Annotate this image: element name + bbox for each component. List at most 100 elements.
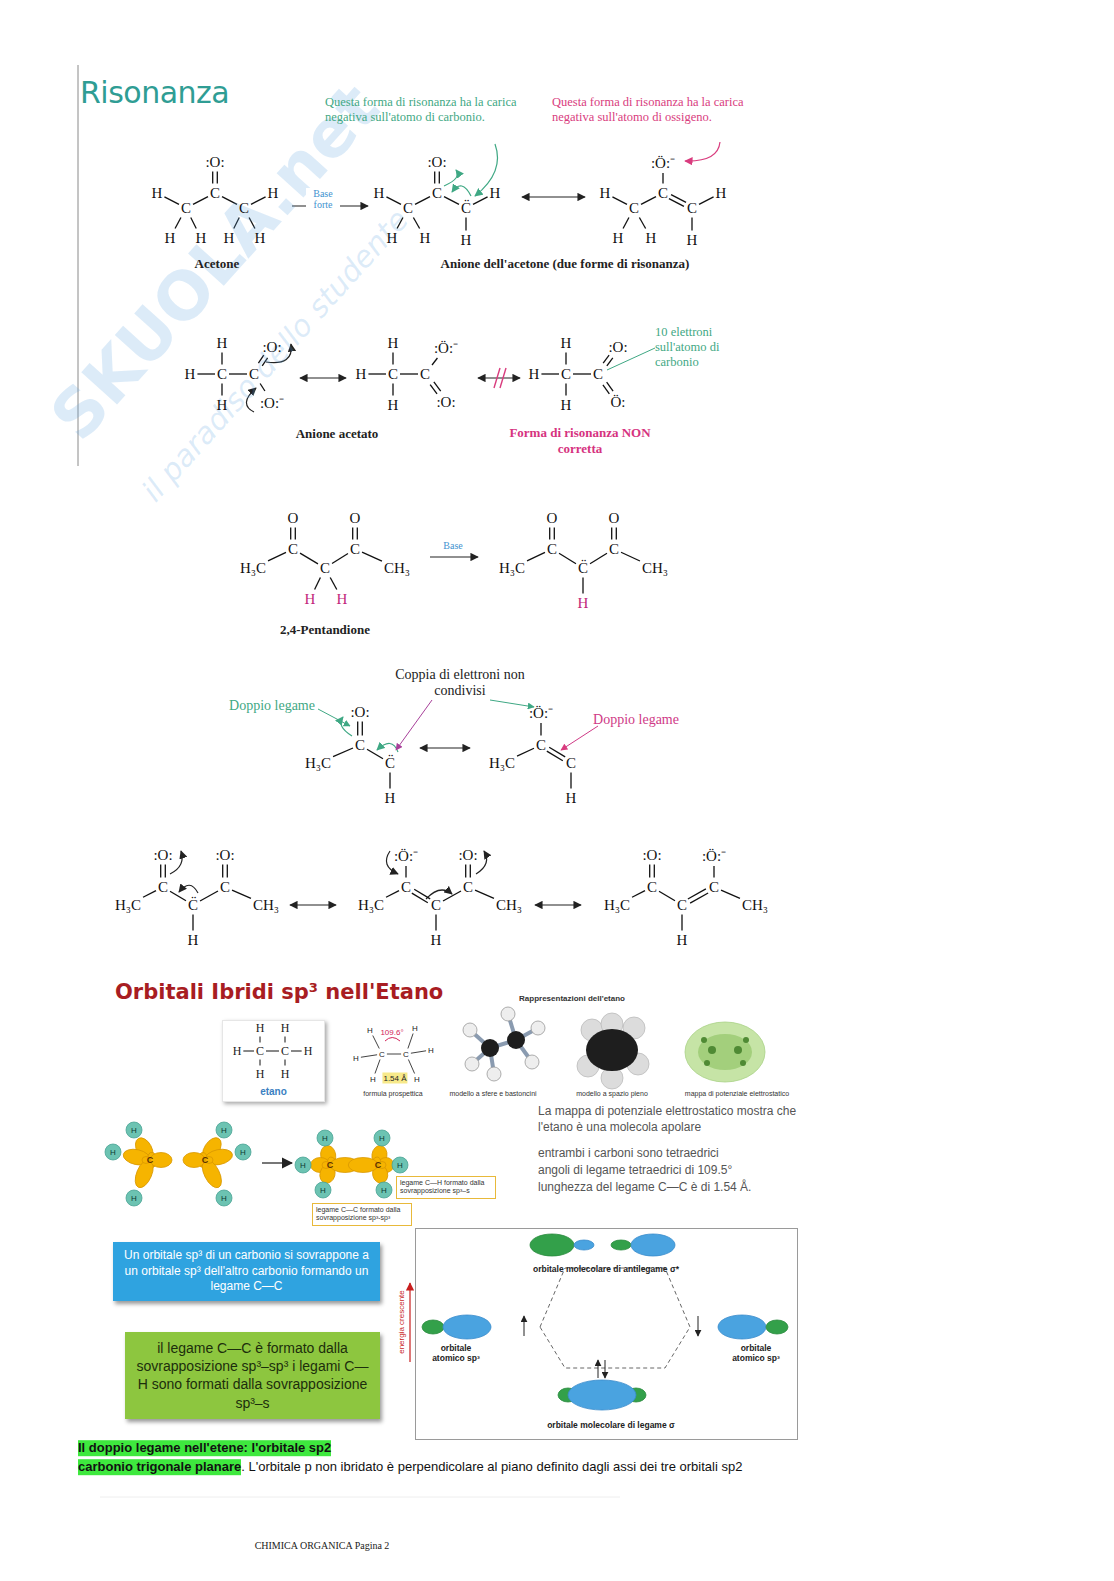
hydrogen-orbital <box>295 1157 311 1173</box>
chemical-bond <box>260 1037 261 1043</box>
section-heading: Orbitali Ibridi sp³ nell'Etano <box>115 980 443 1004</box>
atom-symbol: :O: <box>205 154 224 171</box>
hydrogen-orbital <box>376 1182 392 1198</box>
chemical-bond <box>639 218 645 229</box>
atom-symbol: :O: <box>153 847 172 864</box>
atom-symbol: C <box>158 879 168 896</box>
chemical-bond <box>408 1060 414 1074</box>
atom-symbol: H <box>255 230 266 247</box>
formula-card: etano <box>222 1020 325 1102</box>
atom-symbol: H <box>233 1044 242 1059</box>
chemical-bond <box>332 553 348 563</box>
reaction-arrow <box>430 556 478 557</box>
carbon-ball <box>481 1039 499 1057</box>
atom-symbol: H₃C <box>115 897 141 914</box>
chemical-bond <box>434 382 441 391</box>
atom-symbol: :O: <box>436 394 455 411</box>
box-text: il legame C—C è formato dalla sovrapposi… <box>133 1339 372 1412</box>
curved-arrow <box>444 170 458 186</box>
atom-symbol: H <box>300 1161 306 1170</box>
hydrogen-orbital <box>235 1144 251 1160</box>
chemical-bond <box>475 890 494 898</box>
callout-box: legame C—H formato dalla sovrapposizione… <box>396 1176 496 1199</box>
chemical-bond <box>688 889 706 899</box>
atom-symbol: H <box>152 185 163 202</box>
hydrogen-ball <box>501 1007 515 1021</box>
chemical-bond <box>470 865 471 878</box>
chemical-bond <box>197 373 215 374</box>
chemical-bond <box>217 172 218 184</box>
annotation-note: Doppio legame <box>593 712 679 728</box>
atom-symbol: H <box>240 1148 246 1157</box>
hydrogen-orbital <box>126 1190 142 1206</box>
model-caption: modello a spazio pieno <box>576 1090 648 1097</box>
highlighted-heading: Il doppio legame nell'etene: l'orbitale … <box>78 1440 331 1456</box>
chemical-bond <box>547 751 563 761</box>
atom-symbol: C <box>355 737 365 754</box>
atom-symbol: H <box>414 1075 420 1084</box>
atom-symbol: H <box>385 790 396 807</box>
atom-symbol: C <box>420 366 430 383</box>
atom-symbol: H <box>566 790 577 807</box>
potential-map-core <box>698 1034 752 1070</box>
atom-symbol: H <box>110 1148 116 1157</box>
atom-symbol: H <box>320 1186 326 1195</box>
structure-caption: Anione dell'acetone (due forme di risona… <box>441 256 690 272</box>
correlation-lines <box>540 1268 690 1368</box>
description-text: angoli di legame tetraedrici di 109.5° <box>538 1163 732 1179</box>
atom-symbol: C <box>256 1044 264 1059</box>
atom-symbol: C <box>677 897 687 914</box>
atom-symbol: C <box>687 200 697 217</box>
resonance-arrow <box>420 747 470 748</box>
model-caption: mappa di potenziale elettrostatico <box>685 1090 789 1097</box>
atom-symbol: H₃C <box>305 755 331 772</box>
hydrogen-ball <box>465 1057 479 1071</box>
atom-symbol: O <box>547 510 558 527</box>
chemical-bond <box>549 528 550 540</box>
atom-symbol: H <box>388 335 399 352</box>
chemical-bond <box>352 528 353 540</box>
box-text: orbitale atomico sp³ <box>725 1343 787 1363</box>
hydrogen-orbital <box>216 1122 232 1138</box>
atom-symbol: C <box>327 1160 334 1170</box>
atom-symbol: C <box>658 185 668 202</box>
atom-symbol: C <box>320 560 330 577</box>
atom-symbol: H <box>256 1067 265 1082</box>
atom-symbol: C <box>181 200 191 217</box>
box-text: etano <box>260 1086 287 1097</box>
atom-dot <box>701 1037 707 1043</box>
chemical-bond <box>565 384 566 396</box>
atom-symbol: C <box>220 879 230 896</box>
info-box: il legame C—C è formato dalla sovrapposi… <box>125 1332 380 1419</box>
structure-caption: 2,4-Pentandione <box>280 622 370 638</box>
atom-symbol: H <box>561 397 572 414</box>
atom-symbol: C <box>463 879 473 896</box>
atom-symbol: H <box>281 1067 290 1082</box>
leader-line <box>490 700 534 707</box>
bond-layer <box>143 172 740 1074</box>
atom-symbol: H <box>185 366 196 383</box>
atom-symbol: C <box>647 879 657 896</box>
chemical-bond <box>465 865 466 878</box>
chemical-bond <box>408 1034 413 1049</box>
atom-symbol: C <box>431 897 441 914</box>
energy-axis <box>409 1283 410 1362</box>
hydrogen-ball <box>525 1055 539 1069</box>
carbon-ball <box>507 1031 525 1049</box>
chemical-bond <box>368 373 386 374</box>
model-caption: modello a sfere e bastoncini <box>449 1090 536 1097</box>
chemical-bond <box>367 749 383 759</box>
annotation-note: Coppia di elettroni non condivisi <box>385 667 535 699</box>
chemical-bond <box>389 773 390 789</box>
bond-length: 1.54 Å <box>382 1073 407 1084</box>
body-text: . L'orbitale p non ibridato è perpendico… <box>241 1459 742 1475</box>
chemical-bond <box>541 373 559 374</box>
reaction-arrow <box>262 1162 292 1164</box>
orbital-lobe <box>422 1320 444 1334</box>
atom-symbol: :O:⁻ <box>260 392 284 412</box>
atom-symbol: :Ö:⁻ <box>702 845 726 865</box>
orbital-lobe <box>631 1234 675 1256</box>
atom-symbol: H <box>217 397 228 414</box>
page-title: Risonanza <box>80 75 229 110</box>
electron-arrow <box>605 1360 606 1378</box>
